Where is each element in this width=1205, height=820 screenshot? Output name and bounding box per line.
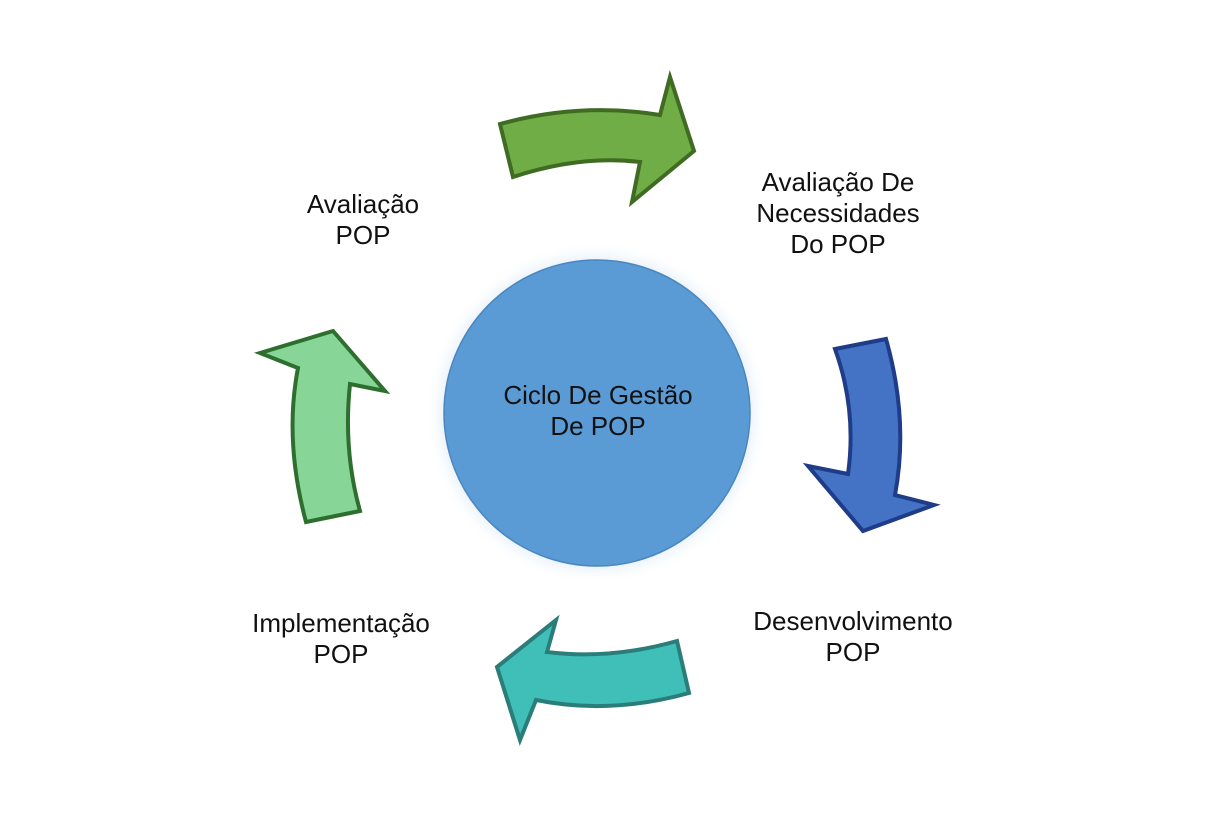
step-label-line: POP xyxy=(335,220,391,250)
step-label-line: Necessidades xyxy=(756,198,920,228)
step-label-line: POP xyxy=(825,637,881,667)
step-label-line: Implementação xyxy=(252,608,430,638)
center-title-line-2: De POP xyxy=(550,411,646,441)
arrow-to-avaliacao xyxy=(253,328,391,525)
center-title-line-1: Ciclo De Gestão xyxy=(503,380,693,410)
step-label-line: Do POP xyxy=(790,229,886,259)
step-label-line: Desenvolvimento xyxy=(753,606,953,636)
step-label-line: Avaliação xyxy=(306,189,420,219)
step-label-avaliacao: Avaliação POP xyxy=(283,189,443,251)
arrow-to-desenvolvimento xyxy=(802,336,941,534)
step-label-implementacao: Implementação POP xyxy=(230,608,452,670)
arrow-to-implementacao xyxy=(494,614,692,746)
step-label-line: Avaliação De xyxy=(761,167,915,197)
center-circle xyxy=(443,259,751,567)
step-label-avaliacao-necessidades: Avaliação De Necessidades Do POP xyxy=(738,167,938,260)
step-label-desenvolvimento: Desenvolvimento POP xyxy=(733,606,973,668)
center-title: Ciclo De Gestão De POP xyxy=(442,380,754,442)
arrow-to-avaliacao-necessidades xyxy=(497,69,697,208)
step-label-line: POP xyxy=(313,639,369,669)
